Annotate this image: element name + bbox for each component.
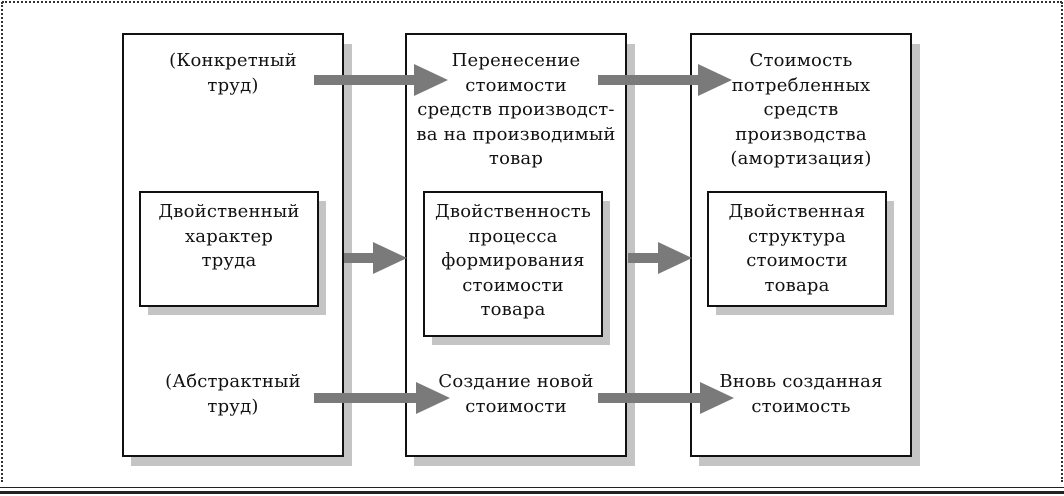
inner-box-dual-structure: [707, 191, 887, 307]
dotted-frame-top: [2, 1, 1062, 3]
bottom-rule-thick: [0, 491, 1064, 494]
label-depreciation: Стоимость потребленных средств производс…: [730, 50, 872, 169]
dotted-frame-right: [1061, 2, 1063, 482]
inner-box-dual-labor: [139, 191, 319, 307]
label-concrete-labor: (Конкретный труд): [169, 50, 297, 96]
label-newly-created-value: Вновь созданная стоимость: [719, 371, 883, 417]
label-abstract-labor: (Абстрактный труд): [165, 371, 301, 417]
arrow-labor-to-process-top-label: [314, 64, 448, 96]
arrow-process-to-structure-top-label: [598, 64, 732, 96]
bottom-rule-thin: [0, 487, 1064, 488]
arrow-process-to-structure-inner-box: [628, 242, 692, 274]
arrow-labor-to-process-inner-box: [344, 242, 407, 274]
inner-text-dual-process: Двойственность процесса формирования сто…: [435, 201, 591, 320]
arrow-labor-to-process-bottom-label: [314, 382, 450, 414]
inner-text-dual-labor: Двойственный характер труда: [158, 201, 300, 271]
inner-text-dual-structure: Двойственная структура стоимости товара: [728, 201, 866, 296]
dotted-frame-left: [1, 2, 3, 482]
arrow-process-to-structure-bottom-label: [598, 382, 734, 414]
label-transfer-value: Перенесение стоимости средств производст…: [416, 50, 616, 169]
label-new-value-creation: Создание новой стоимости: [438, 371, 594, 417]
inner-box-dual-process: [423, 191, 603, 337]
